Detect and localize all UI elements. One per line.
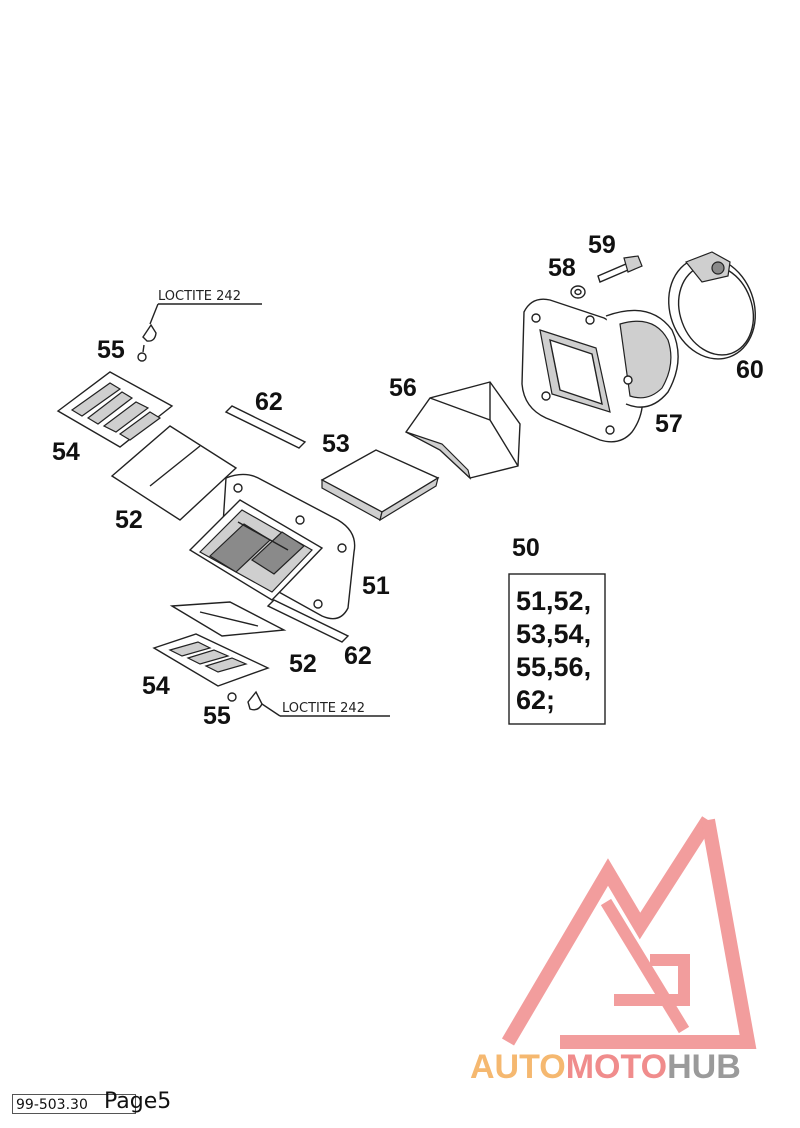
kit-line-3: 55,56, [516, 652, 591, 682]
kit-line-2: 53,54, [516, 619, 591, 649]
callout-62-bottom: 62 [344, 642, 372, 670]
part-56-deflector [404, 381, 521, 480]
watermark-word-hub: HUB [667, 1048, 741, 1086]
kit-line-4: 62; [516, 685, 555, 715]
document-code: 99-503.30 [12, 1094, 136, 1114]
callout-50: 50 [512, 534, 540, 562]
callout-52-top: 52 [115, 506, 143, 534]
part-52-reed-petal-bottom [169, 601, 287, 637]
watermark-word-moto: MOTO [566, 1048, 667, 1086]
part-53-reed-insert [320, 449, 440, 522]
callout-62-top: 62 [255, 388, 283, 416]
automotohub-logo [501, 816, 757, 1049]
part-60-hose-clamp [668, 251, 756, 360]
callout-52-bottom: 52 [289, 650, 317, 678]
part-62-gasket-top [224, 405, 307, 449]
loctite-leader-bottom [261, 703, 281, 717]
part-54-reed-stop-top [56, 371, 174, 448]
loctite-label-bottom: LOCTITE 242 [282, 701, 365, 716]
kit-contents-box [508, 573, 606, 725]
loctite-label-top: LOCTITE 242 [158, 289, 241, 304]
callout-56: 56 [389, 374, 417, 402]
watermark-text: AUTOMOTOHUB [470, 1048, 741, 1086]
kit-line-1: 51,52, [516, 586, 591, 616]
part-55-screw-bottom [227, 690, 263, 711]
callout-57: 57 [655, 410, 683, 438]
part-51-reed-housing [188, 473, 356, 620]
callout-60: 60 [736, 356, 764, 384]
callout-53: 53 [322, 430, 350, 458]
callout-54-bottom: 54 [142, 672, 170, 700]
part-59-bolt [597, 255, 643, 283]
callout-58: 58 [548, 254, 576, 282]
callout-55-top: 55 [97, 336, 125, 364]
watermark-word-auto: AUTO [470, 1048, 566, 1086]
callout-59: 59 [588, 231, 616, 259]
callout-54-top: 54 [52, 438, 80, 466]
part-62-gasket-bottom [266, 599, 350, 643]
part-52-reed-petal-top [110, 425, 238, 521]
loctite-leader-top [149, 303, 159, 325]
page-number: Page5 [104, 1089, 172, 1114]
callout-51: 51 [362, 572, 390, 600]
callout-55-bottom: 55 [203, 702, 231, 730]
part-54-reed-stop-bottom [152, 633, 270, 687]
part-58-washer [570, 285, 586, 299]
part-55-screw-top [137, 323, 157, 362]
part-57-intake-manifold [521, 298, 679, 443]
